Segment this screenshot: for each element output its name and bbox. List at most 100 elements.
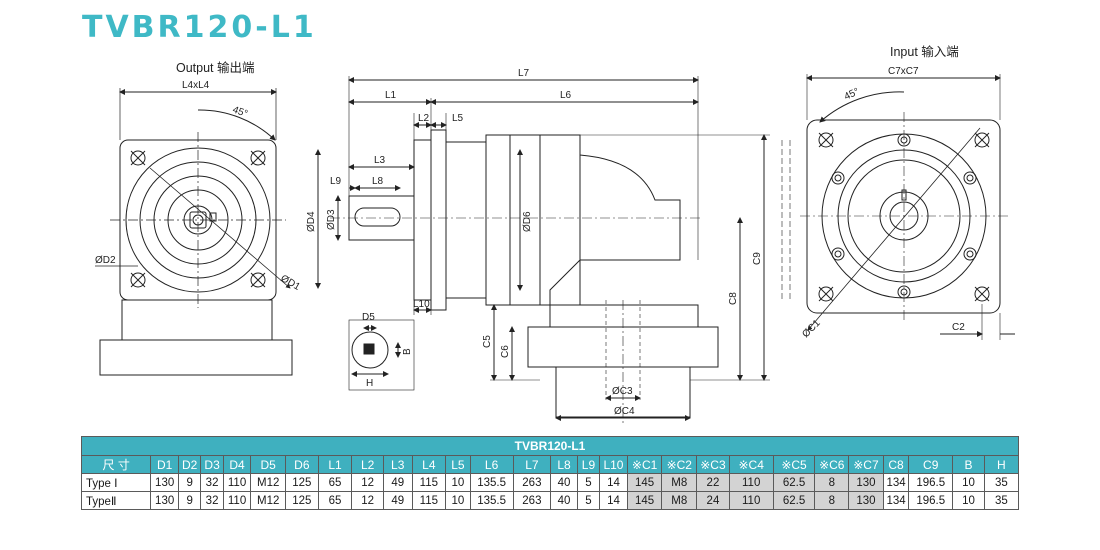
table-cell: 14 [599, 473, 628, 492]
col-header: D3 [200, 455, 224, 474]
table-cell: 32 [200, 491, 224, 510]
table-cell: 65 [317, 491, 353, 510]
table-cell: 62.5 [772, 473, 816, 492]
table-cell: 24 [696, 491, 730, 510]
table-cell: 35 [983, 491, 1020, 510]
d4-label: ØD4 [306, 211, 317, 232]
c5-label: C5 [482, 335, 493, 348]
table-cell: 196.5 [908, 491, 954, 510]
col-header: H [983, 455, 1020, 474]
table-cell: 65 [317, 473, 353, 492]
table-cell: 110 [222, 473, 252, 492]
l8-label: L8 [372, 176, 384, 187]
row-label: Type Ⅰ [80, 473, 152, 492]
col-header: ※C4 [728, 455, 774, 474]
table-cell: 14 [599, 491, 628, 510]
c8-label: C8 [728, 292, 739, 305]
table-cell: M12 [250, 491, 287, 510]
shaft-end-view: D5 B H [348, 312, 415, 391]
table-cell: 145 [626, 473, 663, 492]
table-caption: TVBR120-L1 [81, 436, 1019, 456]
table-cell: 8 [814, 491, 850, 510]
d6-label: ØD6 [522, 211, 533, 232]
square-label: L4xL4 [182, 80, 210, 91]
table-cell: 10 [952, 491, 985, 510]
col-header: L7 [512, 455, 552, 474]
table-cell: M8 [661, 473, 698, 492]
col-header: ※C5 [772, 455, 816, 474]
col-header: C8 [882, 455, 910, 474]
col-header: L2 [351, 455, 384, 474]
table-cell: 134 [882, 473, 910, 492]
table-cell: M8 [661, 491, 698, 510]
table-cell: 9 [177, 473, 202, 492]
l5-label: L5 [452, 113, 464, 124]
col-header: L10 [599, 455, 628, 474]
col-header: D6 [285, 455, 319, 474]
technical-drawing: Output 输出端 L4xL4 45° ØD2 [95, 44, 1015, 425]
table-cell: 134 [882, 491, 910, 510]
l10-label: L10 [413, 299, 430, 310]
col-header: L3 [382, 455, 413, 474]
table-row: TypeⅡ 130 9 32 110 M12 125 65 12 49 115 … [80, 491, 1020, 510]
table-cell: 115 [411, 491, 447, 510]
table-cell: 110 [222, 491, 252, 510]
table-cell: 263 [512, 491, 552, 510]
table-cell: 263 [512, 473, 552, 492]
b-label: B [402, 348, 413, 355]
col-header: L1 [317, 455, 353, 474]
table-cell: 40 [550, 491, 578, 510]
output-label: Output 输出端 [176, 60, 255, 75]
table-cell: 130 [848, 473, 884, 492]
table-cell: 135.5 [469, 491, 514, 510]
d5-label: D5 [362, 312, 375, 323]
l7-label: L7 [518, 68, 530, 79]
table-cell: 125 [285, 491, 319, 510]
table-cell: 49 [382, 491, 413, 510]
table-cell: 110 [728, 473, 774, 492]
table-cell: 10 [445, 473, 471, 492]
input-label: Input 输入端 [890, 44, 959, 59]
input-view: Input 输入端 C7xC7 [781, 44, 1015, 340]
col-header: ※C3 [696, 455, 730, 474]
table-cell: 135.5 [469, 473, 514, 492]
col-header: D5 [250, 455, 287, 474]
row-label: TypeⅡ [80, 491, 152, 510]
table-cell: 12 [351, 473, 384, 492]
table-cell: 5 [576, 491, 601, 510]
col-header: L9 [576, 455, 601, 474]
h-label: H [366, 378, 373, 389]
table-cell: 35 [983, 473, 1020, 492]
table-cell: 110 [728, 491, 774, 510]
d1-label: ØD1 [279, 273, 303, 293]
col-header: ※C7 [848, 455, 884, 474]
col-header: D2 [177, 455, 202, 474]
table-cell: 62.5 [772, 491, 816, 510]
table-cell: 8 [814, 473, 850, 492]
table-cell: 196.5 [908, 473, 954, 492]
table-cell: 130 [150, 491, 179, 510]
input-square-label: C7xC7 [888, 66, 919, 77]
col-header: 尺 寸 [80, 455, 152, 474]
table-cell: 130 [150, 473, 179, 492]
l6-label: L6 [560, 90, 572, 101]
col-header: D4 [222, 455, 252, 474]
col-header: D1 [150, 455, 179, 474]
table-cell: 9 [177, 491, 202, 510]
table-cell: 145 [626, 491, 663, 510]
col-header: L4 [411, 455, 447, 474]
c4-label: ØC4 [614, 406, 635, 417]
table-cell: 125 [285, 473, 319, 492]
col-header: B [952, 455, 985, 474]
col-header: ※C6 [814, 455, 850, 474]
c9-label: C9 [752, 252, 763, 265]
table-cell: 115 [411, 473, 447, 492]
col-header: L5 [445, 455, 471, 474]
d3-label: ØD3 [326, 209, 337, 230]
table-cell: 32 [200, 473, 224, 492]
col-header: L6 [469, 455, 514, 474]
table-cell: 49 [382, 473, 413, 492]
col-header: C9 [908, 455, 954, 474]
col-header: ※C1 [626, 455, 663, 474]
input-bolt-holes [818, 132, 990, 302]
